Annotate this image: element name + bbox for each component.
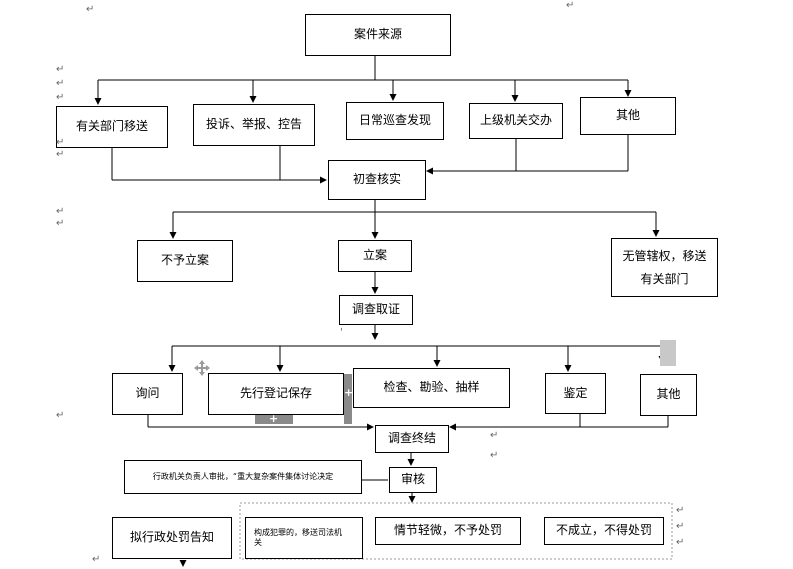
- node-not-established-label: 不成立，不得处罚: [555, 523, 652, 538]
- paragraph-mark: ↵: [676, 521, 685, 532]
- paragraph-mark: ↵: [86, 4, 95, 15]
- paragraph-mark: ↵: [56, 206, 65, 217]
- node-minor-no-penalty-label: 情节轻微，不予处罚: [393, 523, 502, 538]
- node-case-source-label: 案件来源: [353, 27, 402, 42]
- node-superior-assign: 上级机关交办: [469, 103, 563, 139]
- node-review: 审核: [389, 467, 437, 493]
- paragraph-mark: ↵: [56, 149, 65, 160]
- quote-mark: ': [340, 327, 343, 338]
- paragraph-mark: ↵: [56, 78, 65, 89]
- node-initial-check: 初查核实: [328, 160, 426, 200]
- node-investigate-label: 调查取证: [351, 302, 400, 317]
- node-inquiry-label: 询问: [135, 386, 160, 401]
- node-dept-transfer: 有关部门移送: [56, 106, 168, 148]
- node-other-evidence-label: 其他: [656, 387, 681, 402]
- paragraph-mark: ↵: [490, 430, 499, 441]
- node-minor-no-penalty: 情节轻微，不予处罚: [375, 517, 521, 545]
- node-no-case-label: 不予立案: [160, 253, 209, 268]
- node-initial-check-label: 初查核实: [352, 172, 401, 187]
- node-file-case: 立案: [338, 240, 412, 272]
- node-no-jurisdiction-label: 无管辖权，移送有关部门: [622, 248, 707, 286]
- node-end-investigation-label: 调查终结: [387, 431, 436, 446]
- node-daily-patrol: 日常巡查发现: [346, 102, 444, 140]
- node-other-evidence: 其他: [640, 374, 697, 416]
- node-approval-note: 行政机关负责人审批，“重大复杂案件集体讨论决定: [124, 460, 362, 494]
- node-not-established: 不成立，不得处罚: [544, 517, 664, 545]
- node-appraisal-label: 鉴定: [563, 385, 588, 400]
- node-case-source: 案件来源: [305, 14, 451, 56]
- node-end-investigation: 调查终结: [375, 425, 449, 453]
- resize-handle-plus[interactable]: +: [344, 386, 354, 399]
- node-no-case: 不予立案: [137, 240, 233, 282]
- paragraph-mark: ↵: [566, 0, 575, 11]
- paragraph-mark: ↵: [490, 450, 499, 461]
- node-preserve-label: 先行登记保存: [239, 386, 312, 401]
- node-other-source: 其他: [580, 97, 676, 135]
- node-complaint-label: 投诉、举报、控告: [205, 117, 302, 132]
- resize-handle-plus[interactable]: +: [269, 412, 279, 425]
- node-superior-assign-label: 上级机关交办: [479, 113, 552, 128]
- node-review-label: 审核: [400, 472, 425, 487]
- paragraph-mark: ↵: [56, 137, 65, 148]
- node-approval-note-label: 行政机关负责人审批，“重大复杂案件集体讨论决定: [152, 471, 334, 481]
- paragraph-mark: ↵: [56, 410, 65, 421]
- node-crime-transfer-label: 构成犯罪的，移送司法机关: [254, 527, 342, 547]
- node-appraisal: 鉴定: [545, 373, 606, 414]
- node-crime-transfer: 构成犯罪的，移送司法机关: [245, 517, 363, 559]
- node-inspect: 检查、勘验、抽样: [353, 368, 510, 408]
- node-preserve: 先行登记保存: [208, 373, 344, 415]
- paragraph-mark: ↵: [56, 218, 65, 229]
- node-daily-patrol-label: 日常巡查发现: [358, 113, 431, 128]
- paragraph-mark: ↵: [56, 92, 65, 103]
- node-complaint: 投诉、举报、控告: [193, 104, 315, 146]
- node-inspect-label: 检查、勘验、抽样: [383, 380, 480, 395]
- node-dept-transfer-label: 有关部门移送: [75, 119, 148, 134]
- paragraph-mark: ↵: [56, 64, 65, 75]
- paragraph-mark: ↵: [676, 537, 685, 548]
- node-penalty-notice: 拟行政处罚告知: [112, 517, 232, 559]
- node-other-source-label: 其他: [615, 108, 640, 123]
- paragraph-mark: ↵: [92, 554, 101, 565]
- paragraph-mark: ↵: [676, 505, 685, 516]
- node-no-jurisdiction: 无管辖权，移送有关部门: [611, 238, 718, 297]
- node-investigate: 调查取证: [339, 295, 413, 325]
- node-inquiry: 询问: [112, 373, 183, 415]
- node-file-case-label: 立案: [362, 248, 387, 263]
- node-penalty-notice-label: 拟行政处罚告知: [129, 530, 214, 545]
